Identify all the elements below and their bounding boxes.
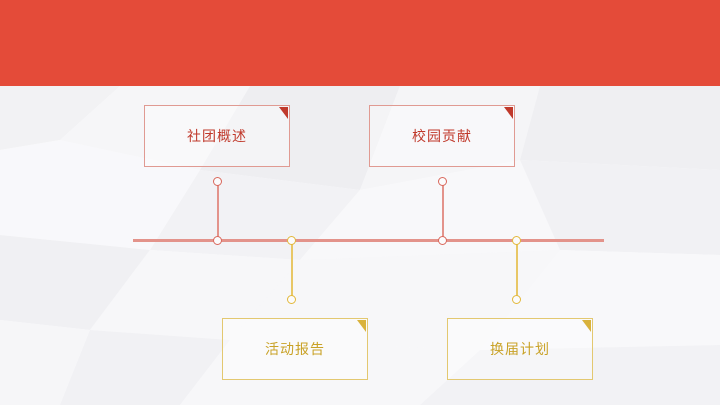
card-bottom-1-label: 活动报告: [265, 341, 325, 357]
card-bottom-2-label: 换届计划: [490, 341, 550, 357]
corner-flag-icon: [582, 320, 591, 332]
connector-red-2: [442, 185, 444, 241]
card-top-2[interactable]: 校园贡献: [369, 105, 515, 167]
timeline-node-red-2-top[interactable]: [438, 177, 447, 186]
header-band: [0, 0, 720, 86]
timeline-node-red-1[interactable]: [213, 236, 222, 245]
card-top-2-label: 校园贡献: [412, 128, 472, 144]
connector-gold-1: [291, 242, 293, 298]
connector-gold-2: [516, 242, 518, 298]
timeline-node-gold-1[interactable]: [287, 236, 296, 245]
card-top-1[interactable]: 社团概述: [144, 105, 290, 167]
timeline-node-red-2[interactable]: [438, 236, 447, 245]
corner-flag-icon: [279, 107, 288, 119]
connector-red-1: [217, 185, 219, 241]
corner-flag-icon: [357, 320, 366, 332]
card-top-1-label: 社团概述: [187, 128, 247, 144]
timeline-node-gold-2[interactable]: [512, 236, 521, 245]
timeline-node-gold-2-bottom[interactable]: [512, 295, 521, 304]
timeline-axis: [133, 239, 604, 242]
corner-flag-icon: [504, 107, 513, 119]
timeline-node-gold-1-bottom[interactable]: [287, 295, 296, 304]
timeline-node-red-1-top[interactable]: [213, 177, 222, 186]
card-bottom-2[interactable]: 换届计划: [447, 318, 593, 380]
card-bottom-1[interactable]: 活动报告: [222, 318, 368, 380]
